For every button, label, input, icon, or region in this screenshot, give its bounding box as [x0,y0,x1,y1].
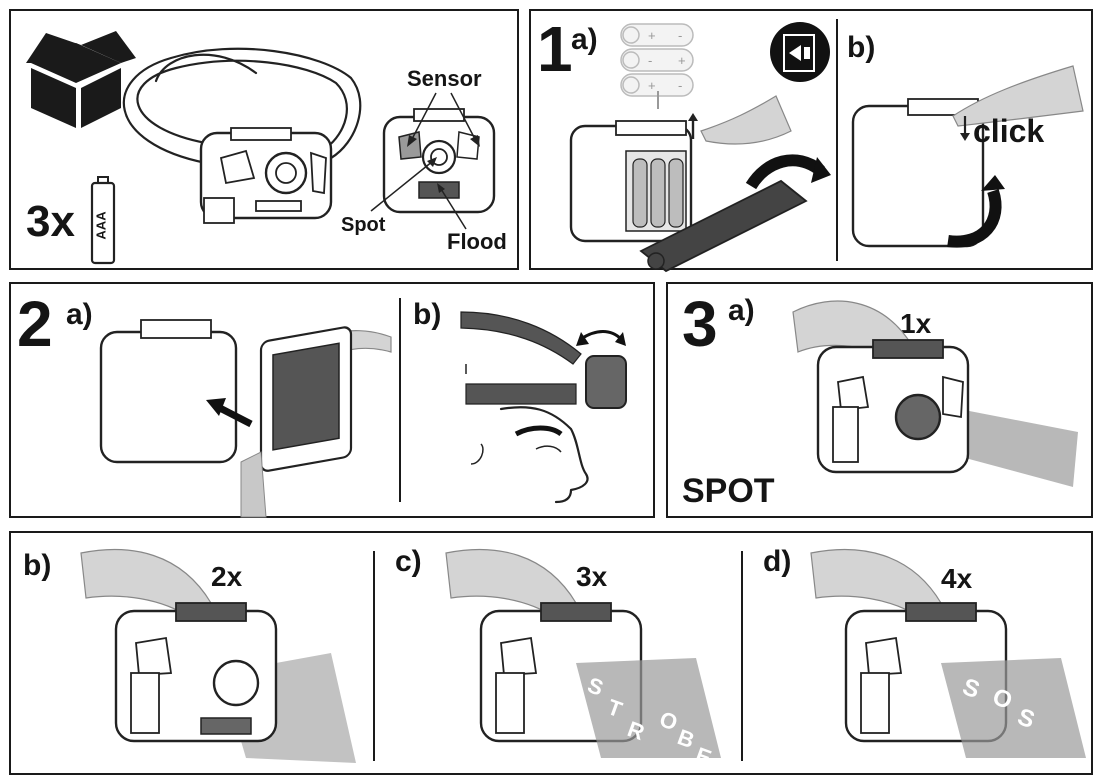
battery-stack-icon: + - - + + - [620,23,694,109]
panel-step-1: 1 a) + - - + + - b) [529,9,1093,273]
battery-sign: + [648,28,656,43]
step-3b-press-count: 2x [211,561,243,592]
step-3b-flood-illustration [80,548,356,763]
divider-b-c [373,551,375,761]
step-1-divider [836,19,838,261]
step-2b-label: b) [413,298,442,331]
battery-sign: + [648,78,656,93]
panel-step-2: 2 a) b) [9,282,655,518]
step-2a-attach-strap-illustration [99,319,392,518]
panel-step-3a: 3 a) 1x SPOT [666,282,1093,518]
step-2a-label: a) [66,298,93,331]
headlamp-with-strap-illustration [122,47,362,224]
spot-label: Spot [341,214,386,236]
step-3a-spot-illustration [792,300,1078,487]
step-3c-press-count: 3x [576,561,608,592]
step-2-number: 2 [17,288,53,360]
step-3b-label: b) [23,549,52,582]
step-3d-press-count: 4x [941,563,973,594]
step-1a-label: a) [571,23,598,56]
callout-arrows [370,92,480,230]
step-3d-sos-illustration: S O S [810,548,1086,758]
click-text: click [973,113,1045,149]
step-1a-open-battery-illustration [569,95,831,273]
panel-step-3-modes: b) 2x c) 3x S T R O B E d) 4x S [9,531,1093,775]
battery-polarity-icon [770,22,830,82]
step-2b-wear-headlamp-illustration [460,311,627,504]
box-icon [26,31,136,128]
step-3d-label: d) [763,545,792,578]
step-3a-press-count: 1x [900,308,932,339]
panel-contents: 3x AAA Sensor Spot Flood [9,9,519,270]
divider-c-d [741,551,743,761]
step-2-divider [399,298,401,502]
flood-label: Flood [447,229,507,254]
battery-sign: + [678,53,686,68]
step-3-number: 3 [682,288,718,360]
mode-spot-label: SPOT [682,472,775,510]
sensor-label: Sensor [407,66,482,91]
step-1b-label: b) [847,31,876,64]
battery-sign: - [648,53,652,68]
battery-sign: - [678,78,682,93]
step-3a-label: a) [728,294,755,327]
aaa-battery-icon [90,176,116,265]
step-3c-strobe-illustration: S T R O B E [445,548,721,771]
step-1-number: 1 [537,13,573,85]
step-3c-label: c) [395,545,422,578]
step-1b-close-battery-illustration [851,65,1084,248]
battery-sign: - [678,28,682,43]
battery-count: 3x [26,197,75,246]
